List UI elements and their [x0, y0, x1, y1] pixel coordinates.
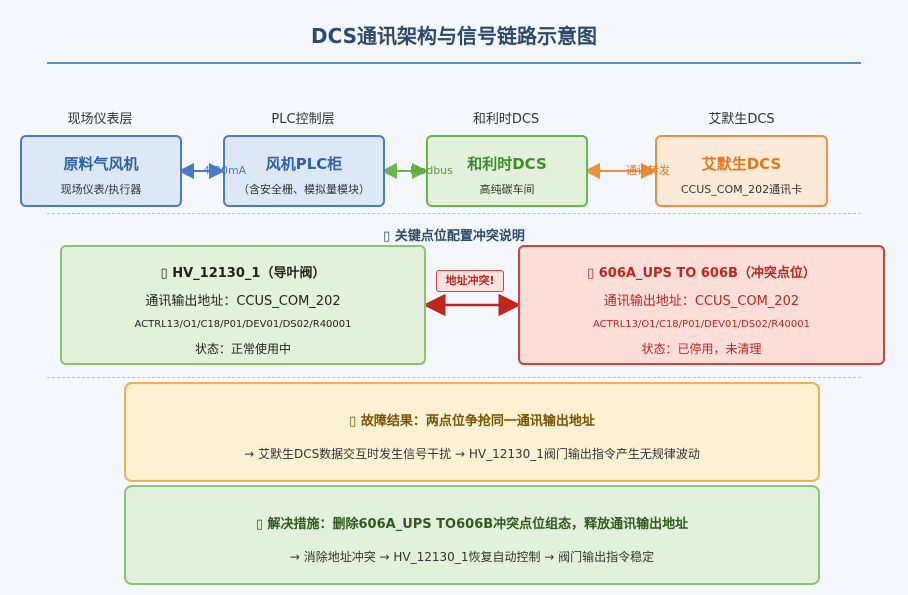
- point-status: 状态：正常使用中: [194, 342, 291, 356]
- layer-label-field: 现场仪表层: [67, 112, 133, 127]
- conflict-badge: 地址冲突!: [436, 270, 504, 292]
- fault-description: → 艾默生DCS数据交互时发生信号干扰 → HV_12130_1阀门输出指令产生…: [244, 447, 700, 461]
- node-subtitle: 现场仪表/执行器: [60, 183, 142, 196]
- point-address: 通讯输出地址：CCUS_COM_202: [145, 294, 341, 309]
- conn-label-4-20ma: 4-20mA: [203, 164, 247, 177]
- fault-result-box: ▯ 故障结果：两点位争抢同一通讯输出地址 → 艾默生DCS数据交互时发生信号干扰…: [124, 382, 820, 482]
- point-icon: ▯: [160, 266, 168, 281]
- point-title: 606A_UPS TO 606B（冲突点位）: [598, 266, 816, 281]
- point-path: ACTRL13/O1/C18/P01/DEV01/DS02/R40001: [592, 319, 811, 330]
- resolution-description: → 消除地址冲突 → HV_12130_1恢复自动控制 → 阀门输出指令稳定: [289, 550, 655, 564]
- node-field-fan: 原料气风机 现场仪表/执行器: [20, 135, 182, 207]
- point-status: 状态：已停用，未清理: [641, 342, 762, 356]
- node-hollysys-dcs: 和利时DCS 高纯碳车间: [426, 135, 588, 207]
- point-address: 通讯输出地址：CCUS_COM_202: [603, 294, 800, 309]
- node-title: 风机PLC柜: [265, 155, 343, 173]
- fault-title: 故障结果：两点位争抢同一通讯输出地址: [360, 414, 595, 429]
- node-title: 艾默生DCS: [701, 155, 782, 173]
- section-title: ▯ 关键点位配置冲突说明: [0, 225, 908, 244]
- layer-label-plc: PLC控制层: [271, 112, 335, 127]
- fault-icon: ▯: [349, 414, 357, 429]
- node-plc-cabinet: 风机PLC柜 （含安全栅、模拟量模块）: [223, 135, 385, 207]
- conn-label-forward: 通讯转发: [626, 164, 670, 177]
- node-subtitle: CCUS_COM_202通讯卡: [680, 183, 803, 196]
- node-emerson-dcs: 艾默生DCS CCUS_COM_202通讯卡: [655, 135, 828, 207]
- section-title-text: 关键点位配置冲突说明: [394, 229, 525, 244]
- title-divider: [47, 62, 861, 64]
- info-square-icon: ▯: [383, 229, 391, 244]
- layer-label-emerson: 艾默生DCS: [708, 112, 775, 127]
- resolution-icon: ▯: [255, 517, 263, 532]
- point-hv12130: ▯ HV_12130_1（导叶阀） 通讯输出地址：CCUS_COM_202 AC…: [60, 245, 426, 365]
- point-path: ACTRL13/O1/C18/P01/DEV01/DS02/R40001: [134, 319, 352, 330]
- section-divider: [47, 213, 861, 214]
- resolution-box: ▯ 解决措施：删除606A_UPS TO606B冲突点位组态，释放通讯输出地址 …: [124, 485, 820, 585]
- node-subtitle: （含安全栅、模拟量模块）: [238, 183, 370, 196]
- node-title: 和利时DCS: [467, 155, 547, 173]
- conn-label-modbus: Modbus: [410, 164, 453, 177]
- point-606a-ups: ▯ 606A_UPS TO 606B（冲突点位） 通讯输出地址：CCUS_COM…: [518, 245, 885, 365]
- node-title: 原料气风机: [63, 155, 139, 173]
- point-icon: ▯: [587, 266, 595, 281]
- result-divider: [47, 377, 861, 378]
- node-subtitle: 高纯碳车间: [479, 183, 535, 196]
- resolution-title: 解决措施：删除606A_UPS TO606B冲突点位组态，释放通讯输出地址: [267, 517, 689, 532]
- layer-label-hollysys: 和利时DCS: [472, 112, 540, 127]
- page-title: DCS通讯架构与信号链路示意图: [310, 24, 598, 48]
- point-title: HV_12130_1（导叶阀）: [172, 266, 326, 281]
